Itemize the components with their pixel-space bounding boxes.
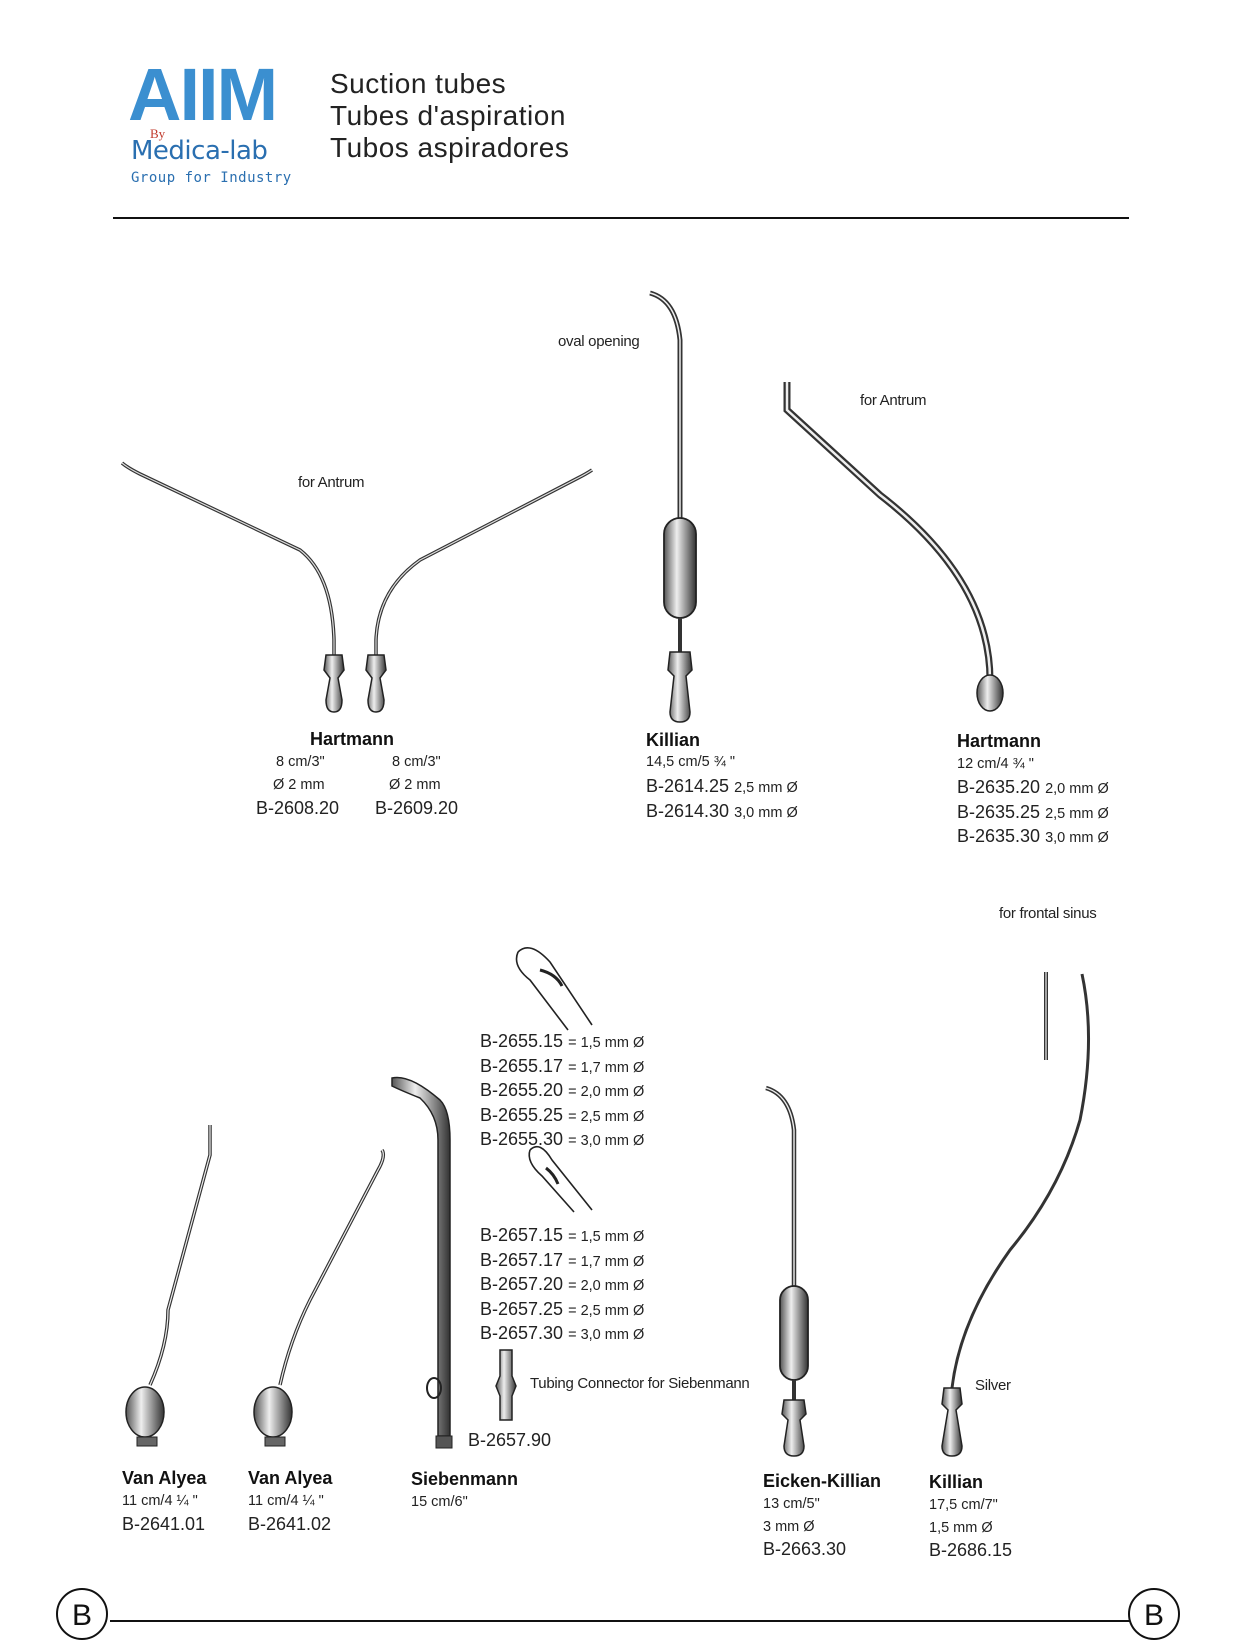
eicken-killian-diameter: 3 mm Ø [763,1519,815,1535]
siebenmann-name: Siebenmann [411,1469,519,1489]
page-title-block: Suction tubes Tubes d'aspiration Tubos a… [330,68,569,164]
killian-2-illustration [941,972,1091,1457]
code-row: B-2614.25 2,5 mm Ø [646,776,798,796]
van-alyea-2-name: Van Alyea [248,1468,333,1488]
connector-code: B-2657.90 [468,1430,552,1450]
hartmann-small-note: for Antrum [298,474,365,491]
footer-section-letter-left: B [56,1588,108,1640]
hartmann-left-length: 8 cm/3" [276,754,325,770]
van-alyea-2-illustration [253,1149,386,1447]
code-row: B-2655.25 = 2,5 mm Ø [480,1104,645,1125]
eicken-killian-code: B-2663.30 [763,1539,847,1559]
tips-2657-list: B-2657.15 = 1,5 mm Ø B-2657.17 = 1,7 mm … [480,1224,644,1347]
van-alyea-2-length: 11 cm/4 ¼ " [248,1493,324,1509]
killian-2-code: B-2686.15 [929,1540,1013,1560]
hartmann-left-diameter: Ø 2 mm [273,777,325,793]
van-alyea-2-code: B-2641.02 [248,1514,332,1534]
hartmann-right-length: 8 cm/3" [392,754,441,770]
code-row: B-2657.20 = 2,0 mm Ø [480,1274,645,1295]
hartmann-small-right-illustration [365,468,593,713]
eicken-killian-illustration [765,1085,809,1457]
logo-tagline: Group for Industry [131,170,292,186]
killian-2-name: Killian [929,1472,984,1492]
siebenmann-length: 15 cm/6" [411,1494,468,1510]
footer-divider [110,1620,1130,1622]
code-row: B-2657.15 = 1,5 mm Ø [480,1225,645,1245]
code-row: B-2657.17 = 1,7 mm Ø [480,1249,645,1270]
header-divider [113,217,1129,219]
killian-1-length: 14,5 cm/5 ¾ " [646,754,735,770]
tubing-connector-illustration [495,1349,517,1421]
killian-1-note: oval opening [558,333,640,350]
hartmann-right-diameter: Ø 2 mm [389,777,441,793]
code-row: B-2614.30 3,0 mm Ø [646,800,798,821]
code-row: B-2655.15 = 1,5 mm Ø [480,1031,645,1051]
hartmann-large-length: 12 cm/4 ¾ " [957,756,1034,772]
hartmann-large-codes: B-2635.20 2,0 mm Ø B-2635.25 2,5 mm Ø B-… [957,776,1109,850]
code-row: B-2655.17 = 1,7 mm Ø [480,1055,645,1076]
title-english: Suction tubes [330,68,507,99]
code-row: B-2657.25 = 2,5 mm Ø [480,1298,645,1319]
hartmann-small-name: Hartmann [310,729,395,749]
code-row: B-2635.30 3,0 mm Ø [957,826,1109,847]
van-alyea-1-length: 11 cm/4 ¼ " [122,1493,198,1509]
killian-2-diameter: 1,5 mm Ø [929,1520,993,1536]
van-alyea-1-name: Van Alyea [122,1468,207,1488]
killian-2-note: for frontal sinus [999,905,1097,922]
killian-2-silver-note: Silver [975,1377,1011,1394]
killian-2-length: 17,5 cm/7" [929,1497,998,1513]
tips-2655-list: B-2655.15 = 1,5 mm Ø B-2655.17 = 1,7 mm … [480,1030,644,1153]
killian-1-illustration [649,290,697,723]
hartmann-left-code: B-2608.20 [256,798,340,818]
title-spanish: Tubos aspiradores [330,132,570,163]
code-row: B-2655.20 = 2,0 mm Ø [480,1080,645,1101]
code-row: B-2635.20 2,0 mm Ø [957,777,1109,797]
logo-company: Medica-lab [131,136,268,166]
code-row: B-2655.30 = 3,0 mm Ø [480,1129,645,1150]
tip-2657-illustration [528,1145,593,1213]
hartmann-small-left-illustration [120,461,345,713]
eicken-killian-length: 13 cm/5" [763,1496,820,1512]
van-alyea-1-illustration [125,1125,212,1447]
siebenmann-illustration [391,1076,453,1449]
hartmann-large-illustration [783,382,1004,712]
logo-aiim: AIIM [128,53,278,136]
title-french: Tubes d'aspiration [330,100,566,131]
connector-label: Tubing Connector for Siebenmann [530,1375,750,1392]
killian-1-name: Killian [646,730,701,750]
hartmann-large-name: Hartmann [957,731,1042,751]
code-row: B-2635.25 2,5 mm Ø [957,801,1109,822]
hartmann-large-note: for Antrum [860,392,927,409]
hartmann-right-code: B-2609.20 [375,798,459,818]
van-alyea-1-code: B-2641.01 [122,1514,206,1534]
logo-by: By [150,126,166,141]
footer-section-letter-right: B [1128,1588,1180,1640]
eicken-killian-name: Eicken-Killian [763,1471,882,1491]
code-row: B-2657.30 = 3,0 mm Ø [480,1323,645,1344]
tip-2655-illustration [515,946,593,1031]
killian-1-codes: B-2614.25 2,5 mm Ø B-2614.30 3,0 mm Ø [646,775,798,824]
